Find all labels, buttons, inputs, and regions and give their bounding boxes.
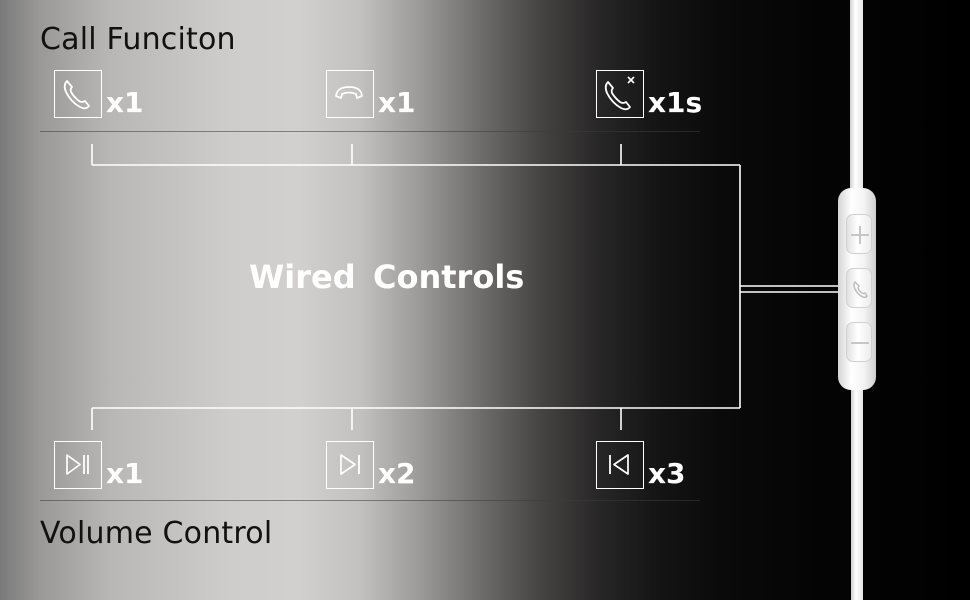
call-answer-count: x1 (106, 86, 144, 119)
earphone-cable-top (850, 0, 863, 190)
previous-track-count: x3 (648, 457, 686, 490)
play-pause-icon (54, 441, 102, 489)
volume-control-title: Volume Control (40, 516, 273, 551)
next-track-icon (326, 441, 374, 489)
inline-remote (838, 188, 876, 390)
volume-section-divider (40, 500, 700, 501)
call-decline-count: x1s (648, 86, 703, 119)
phone-hangup-icon (326, 70, 374, 118)
volume-down-icon (846, 322, 872, 362)
call-function-title: Call Funciton (40, 22, 236, 57)
call-icon (846, 268, 872, 308)
earphone-cable-bottom (851, 388, 863, 600)
center-label-controls: Controls (373, 258, 525, 296)
previous-track-icon (596, 441, 644, 489)
phone-decline-icon (596, 70, 644, 118)
call-section-divider (40, 131, 700, 132)
play-pause-count: x1 (106, 457, 144, 490)
center-label-wired: Wired (249, 258, 356, 296)
volume-up-icon (846, 214, 872, 254)
next-track-count: x2 (378, 457, 416, 490)
phone-answer-icon (54, 70, 102, 118)
call-hangup-count: x1 (378, 86, 416, 119)
